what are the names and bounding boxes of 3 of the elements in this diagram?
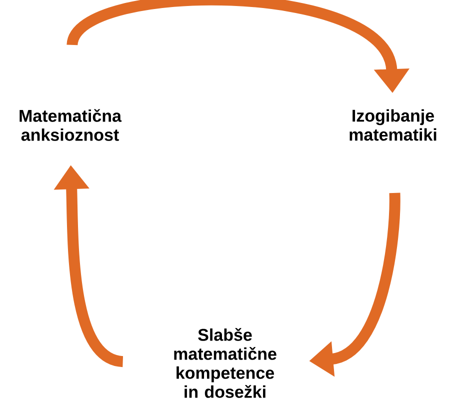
cycle-stage-label: Izogibanje matematiki [350,109,436,141]
cycle-stage-label: Matematična anksioznost [20,109,122,141]
cycle-stage-label: Slabše matematične kompetence in dosežki [174,328,276,398]
